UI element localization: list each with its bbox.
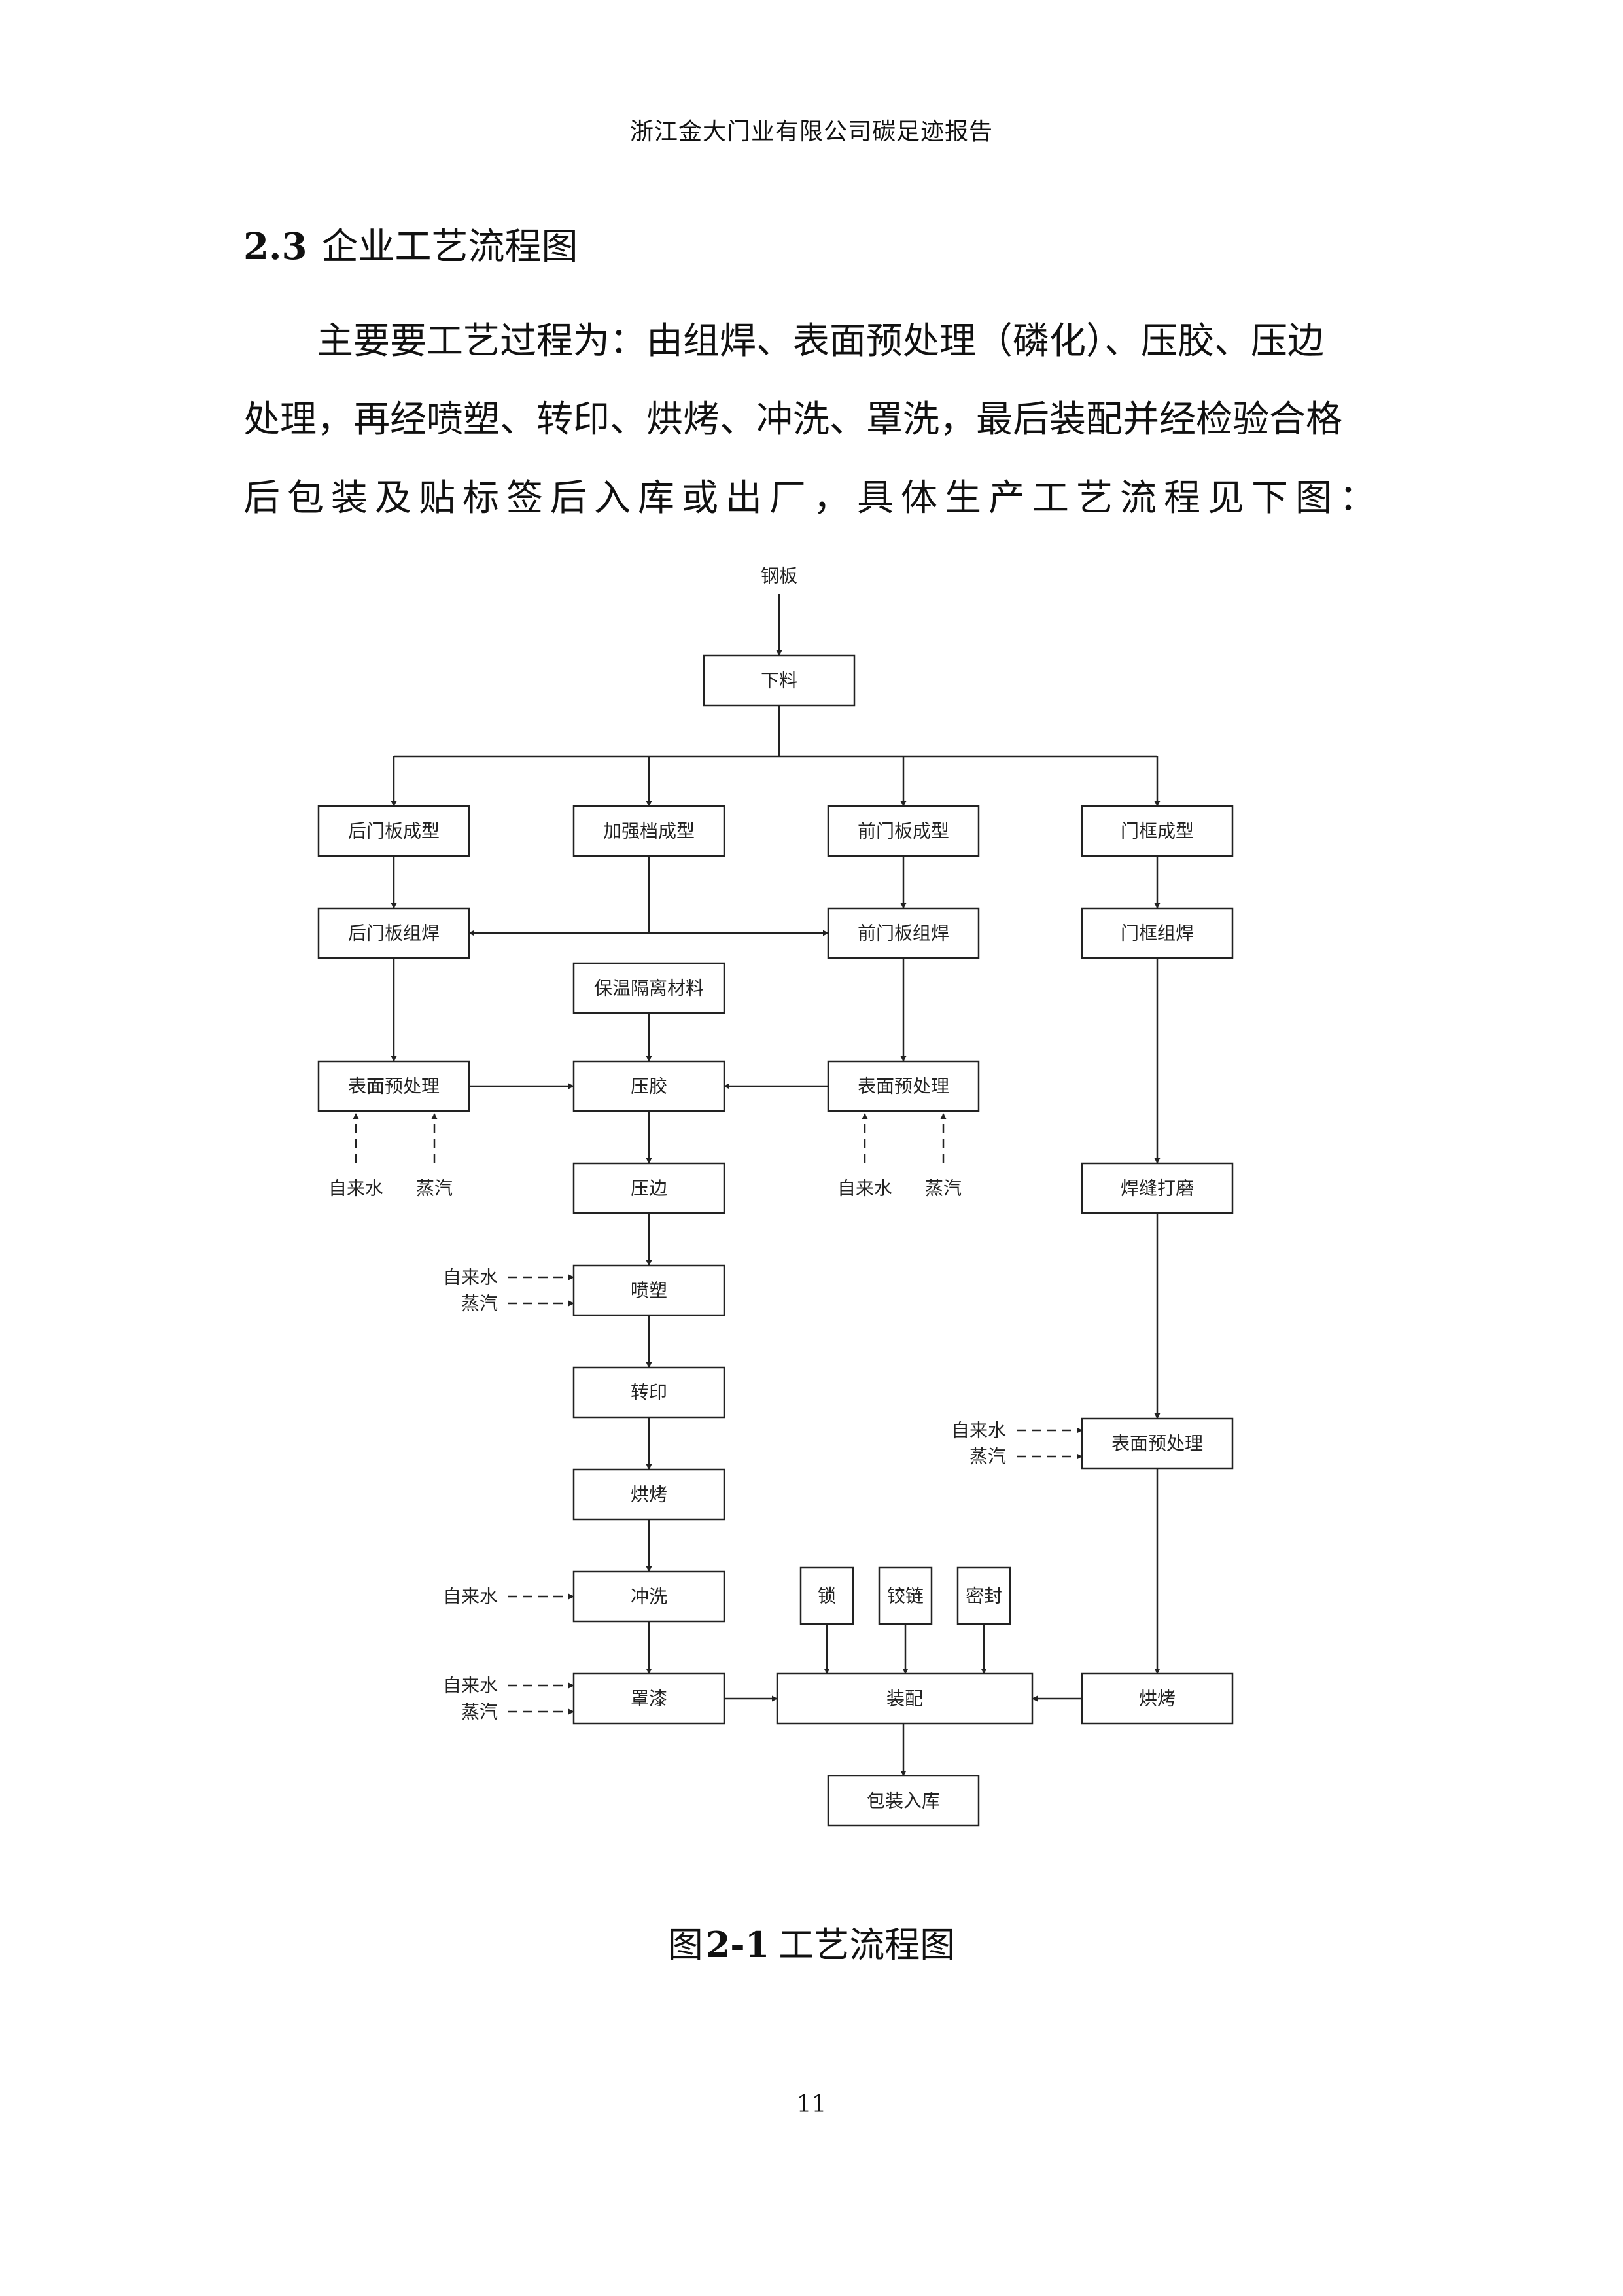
flow-label-yajiao: 压胶 xyxy=(631,1076,667,1097)
figure-number: 2-1 xyxy=(705,1924,770,1966)
paragraph-line-1: 主要要工艺过程为：由组焊、表面预处理（磷化）、压胶、压边 xyxy=(317,320,1324,362)
input-label-steam-mid: 蒸汽 xyxy=(925,1178,962,1199)
flow-box-biaomian-mid xyxy=(827,1060,980,1112)
flow-box-baozhuang xyxy=(827,1775,980,1827)
flow-label-menkuang-zuhan: 门框组焊 xyxy=(1121,923,1194,944)
flow-label-honkao-right: 烘烤 xyxy=(1139,1688,1176,1710)
flow-box-hanfeng xyxy=(1081,1162,1234,1214)
flow-box-zhuangpei xyxy=(776,1672,1034,1725)
flow-box-jiaolian xyxy=(878,1566,933,1625)
flow-label-baowen: 保温隔离材料 xyxy=(594,978,704,999)
input-label-water-biaomian-right: 自来水 xyxy=(951,1420,1006,1441)
flow-label-zhuangpei: 装配 xyxy=(886,1688,923,1710)
flow-label-qianmenban-chengxing: 前门板成型 xyxy=(858,821,949,842)
flow-box-xialiao xyxy=(703,654,856,707)
flow-label-suo: 锁 xyxy=(818,1585,836,1607)
flow-label-yabian: 压边 xyxy=(631,1178,667,1199)
flow-label-zhaoqi: 罩漆 xyxy=(631,1688,667,1710)
flow-label-menkuang-chengxing: 门框成型 xyxy=(1121,821,1194,842)
flow-box-menkuang-zuhan xyxy=(1081,907,1234,959)
input-label-water-mid: 自来水 xyxy=(837,1178,892,1199)
flow-label-hanfeng: 焊缝打磨 xyxy=(1121,1178,1194,1199)
input-label-steam-zhaoqi: 蒸汽 xyxy=(461,1701,498,1723)
flow-box-zhaoqi xyxy=(572,1672,725,1725)
flow-box-honkao-left xyxy=(572,1468,725,1521)
input-label-water-chongxi: 自来水 xyxy=(443,1586,498,1608)
flow-box-houmenban-chengxing xyxy=(317,805,470,857)
flow-label-biaomian-right: 表面预处理 xyxy=(1111,1433,1203,1455)
flow-input-steel-plate: 钢板 xyxy=(761,565,797,587)
flow-label-jiaqiangdang-chengxing: 加强档成型 xyxy=(603,821,695,842)
flow-label-honkao-left: 烘烤 xyxy=(631,1484,667,1506)
flow-label-chongxi: 冲洗 xyxy=(631,1586,667,1608)
flow-label-qianmenban-zuhan: 前门板组焊 xyxy=(858,923,949,944)
flow-label-houmenban-zuhan: 后门板组焊 xyxy=(348,923,440,944)
flow-box-honkao-right xyxy=(1081,1672,1234,1725)
input-label-steam-left: 蒸汽 xyxy=(416,1178,453,1199)
input-label-water-zhaoqi: 自来水 xyxy=(443,1675,498,1697)
flow-box-jiaqiangdang-chengxing xyxy=(572,805,725,857)
flow-box-mifeng xyxy=(956,1566,1011,1625)
section-title: 企业工艺流程图 xyxy=(321,226,578,268)
flow-box-houmenban-zuhan xyxy=(317,907,470,959)
input-label-water-pensu: 自来水 xyxy=(443,1267,498,1288)
flow-box-qianmenban-zuhan xyxy=(827,907,980,959)
paragraph-line-3: 后包装及贴标签后入库或出厂，具体生产工艺流程见下图： xyxy=(243,477,1383,520)
section-number: 2.3 xyxy=(243,225,307,268)
input-label-steam-pensu: 蒸汽 xyxy=(461,1293,498,1315)
figure-title: 工艺流程图 xyxy=(778,1924,956,1966)
page-number: 11 xyxy=(796,2091,827,2118)
flow-box-biaomian-right xyxy=(1081,1417,1234,1470)
paragraph-line-2: 处理，再经喷塑、转印、烘烤、冲洗、罩洗，最后装配并经检验合格 xyxy=(243,398,1342,441)
flow-label-mifeng: 密封 xyxy=(966,1585,1002,1607)
flow-label-pensu: 喷塑 xyxy=(631,1280,667,1301)
flow-box-zhuanyin xyxy=(572,1366,725,1419)
figure-label: 图 xyxy=(667,1924,703,1966)
flow-box-baowen xyxy=(572,962,725,1014)
flow-box-yabian xyxy=(572,1162,725,1214)
page-header: 浙江金大门业有限公司碳足迹报告 xyxy=(629,118,993,145)
flow-label-houmenban-chengxing: 后门板成型 xyxy=(348,821,440,842)
flow-label-biaomian-left: 表面预处理 xyxy=(348,1076,440,1097)
flow-label-jiaolian: 铰链 xyxy=(887,1585,924,1607)
flow-label-xialiao: 下料 xyxy=(761,670,797,692)
flow-label-baozhuang: 包装入库 xyxy=(867,1790,940,1812)
flow-box-suo xyxy=(799,1566,854,1625)
input-label-steam-biaomian-right: 蒸汽 xyxy=(969,1446,1006,1468)
flow-label-biaomian-mid: 表面预处理 xyxy=(858,1076,949,1097)
body-paragraph: 主要要工艺过程为：由组焊、表面预处理（磷化）、压胶、压边 处理，再经喷塑、转印、… xyxy=(243,302,1382,538)
flow-box-menkuang-chengxing xyxy=(1081,805,1234,857)
input-label-water-left: 自来水 xyxy=(328,1178,383,1199)
flow-box-pensu xyxy=(572,1264,725,1316)
flow-box-chongxi xyxy=(572,1570,725,1623)
flow-label-zhuanyin: 转印 xyxy=(631,1382,667,1404)
section-heading: 2.3 企业工艺流程图 xyxy=(243,217,578,270)
flow-box-biaomian-left xyxy=(317,1060,470,1112)
flow-box-yajiao xyxy=(572,1060,725,1112)
flow-box-qianmenban-chengxing xyxy=(827,805,980,857)
